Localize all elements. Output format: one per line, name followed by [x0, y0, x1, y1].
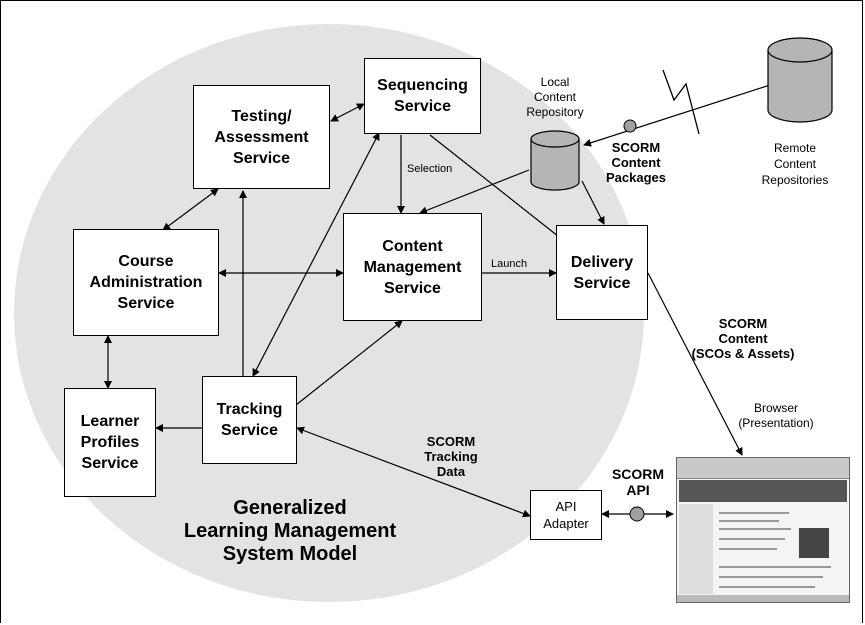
content-management-service-box: Content Management Service: [343, 213, 482, 321]
scorm-content-packages-label: SCORM Content Packages: [606, 140, 666, 185]
link-tracking-contentmgmt: [295, 320, 403, 406]
tracking-service-box: Tracking Service: [202, 376, 297, 464]
link-remote-local: [583, 84, 771, 147]
diagram-title: Generalized Learning Management System M…: [183, 497, 397, 565]
sequencing-service-box: Sequencing Service: [364, 58, 481, 134]
link-repo-contentmgmt: [419, 169, 530, 215]
selection-label: Selection: [407, 163, 453, 175]
learner-profiles-service-box: Learner Profiles Service: [64, 388, 156, 497]
remote-repository-cylinder: [767, 37, 833, 123]
scorm-content-label: SCORM Content (SCOs & Assets): [691, 316, 795, 361]
local-repository-label: Local Content Repository: [526, 75, 584, 119]
link-testing-courseadmin: [162, 188, 219, 231]
scorm-package-connector-dot: [623, 119, 637, 133]
scorm-api-label: SCORM API: [611, 466, 665, 498]
link-tracking-sequencing: [252, 132, 380, 377]
browser-label: Browser (Presentation): [738, 401, 814, 430]
scorm-api-connector-dot: [629, 506, 645, 522]
link-sequencing-delivery: [429, 134, 569, 245]
course-administration-service-box: Course Administration Service: [73, 229, 219, 336]
link-tracking-adapter: [296, 426, 531, 518]
launch-label: Launch: [491, 258, 528, 270]
testing-assessment-service-box: Testing/ Assessment Service: [193, 85, 330, 189]
network-break-symbol: [662, 69, 700, 135]
link-delivery-browser: [647, 272, 743, 456]
delivery-service-box: Delivery Service: [556, 225, 648, 320]
scorm-tracking-data-label: SCORM Tracking Data: [424, 434, 478, 479]
local-repository-cylinder: [530, 130, 580, 191]
browser-screenshot-image: [676, 457, 850, 603]
api-adapter-box: API Adapter: [530, 490, 602, 540]
remote-repositories-label: Remote Content Repositories: [761, 141, 829, 187]
link-testing-sequencing: [330, 103, 365, 122]
link-repo-delivery: [581, 180, 605, 225]
